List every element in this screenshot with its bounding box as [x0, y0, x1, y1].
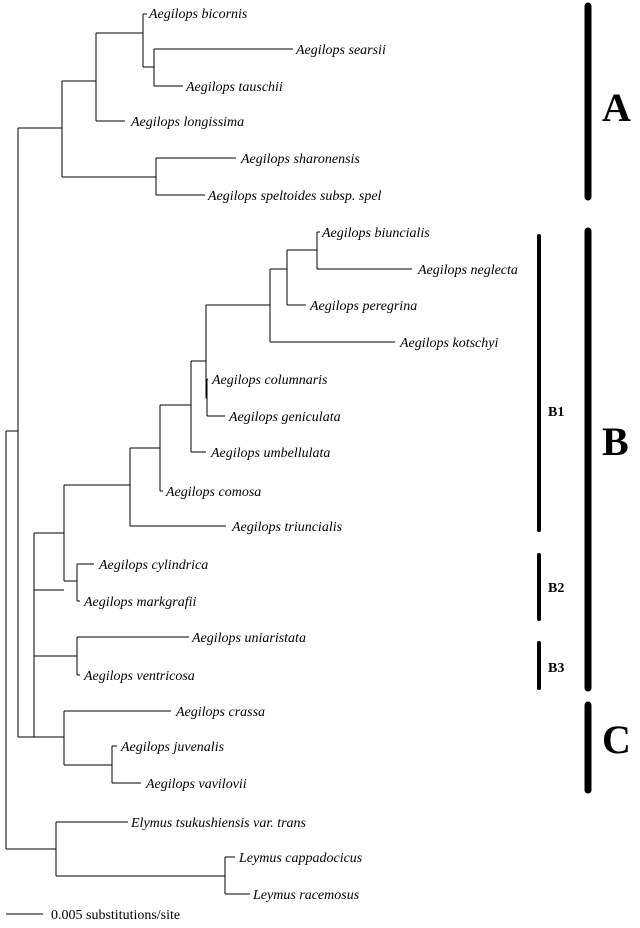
branch-b2	[76, 563, 94, 602]
taxon-label: Aegilops markgrafii	[83, 595, 196, 610]
taxon-label: Aegilops umbellulata	[210, 446, 330, 461]
branch-root	[5, 430, 56, 850]
branch-b1-sub2	[190, 360, 206, 453]
clade-label-b: B	[602, 419, 629, 464]
taxon-label: Aegilops vavilovii	[145, 777, 247, 792]
taxon-label: Aegilops comosa	[165, 485, 261, 500]
clade-label-b2: B2	[548, 581, 564, 596]
taxon-label: Aegilops triuncialis	[231, 520, 343, 535]
taxon-label: Aegilops cylindrica	[98, 558, 208, 573]
branch-node-bc	[33, 589, 64, 737]
clade-brackets	[537, 2, 592, 794]
taxon-labels: Aegilops bicornis Aegilops searsii Aegil…	[83, 7, 518, 903]
taxon-label: Aegilops uniaristata	[191, 631, 306, 646]
branch-clade-b	[33, 532, 77, 657]
taxon-label: Aegilops columnaris	[211, 373, 328, 388]
branch-a-sub2	[142, 13, 154, 68]
taxon-label: Aegilops searsii	[295, 43, 386, 58]
clade-label-c: C	[602, 717, 631, 762]
taxon-label: Aegilops juvenalis	[120, 740, 225, 755]
branch-b3	[76, 636, 189, 676]
taxon-label: Aegilops kotschyi	[399, 336, 498, 351]
tree-branches	[5, 13, 412, 895]
taxon-label: Elymus tsukushiensis var. trans	[130, 816, 307, 831]
branch-b-sub1	[63, 484, 130, 582]
branch-outgroup	[55, 821, 225, 877]
clade-labels: A B C B1 B2 B3	[548, 85, 631, 762]
branch-leymus	[224, 856, 250, 895]
taxon-label: Aegilops speltoides subsp. spel	[207, 189, 382, 204]
taxon-label: Leymus cappadocicus	[238, 851, 363, 866]
taxon-label: Aegilops neglecta	[417, 263, 518, 278]
taxon-label: Aegilops biuncialis	[321, 226, 430, 241]
branch-b1-sub4	[206, 378, 225, 417]
branch-a-sub4	[155, 157, 236, 196]
taxon-label: Aegilops ventricosa	[83, 669, 195, 684]
scale-bar-label: 0.005 substitutions/site	[51, 908, 180, 923]
branch-node-ingroup	[17, 127, 62, 738]
taxon-label: Aegilops sharonensis	[240, 152, 360, 167]
branch-c-sub1	[111, 745, 141, 784]
branch-b1-sub5	[269, 268, 395, 343]
branch-clade-a	[61, 80, 156, 178]
branch-a-sub3	[153, 48, 293, 87]
clade-label-a: A	[602, 85, 631, 130]
clade-label-b1: B1	[548, 405, 564, 420]
taxon-label: Aegilops tauschii	[185, 80, 283, 95]
taxon-label: Aegilops bicornis	[148, 7, 248, 22]
scale-bar: 0.005 substitutions/site	[6, 908, 180, 923]
clade-label-b3: B3	[548, 661, 564, 676]
taxon-label: Aegilops crassa	[175, 705, 265, 720]
taxon-label: Aegilops longissima	[130, 115, 244, 130]
taxon-label: Leymus racemosus	[252, 888, 360, 903]
branch-b1-root	[129, 447, 226, 527]
branch-b1-sub7	[316, 231, 412, 270]
branch-clade-c	[63, 710, 171, 766]
taxon-label: Aegilops geniculata	[228, 410, 341, 425]
branch-a-sub1	[95, 32, 143, 122]
taxon-label: Aegilops peregrina	[309, 299, 417, 314]
branch-b1-sub6	[286, 249, 317, 306]
branch-b1-sub1	[159, 404, 191, 492]
